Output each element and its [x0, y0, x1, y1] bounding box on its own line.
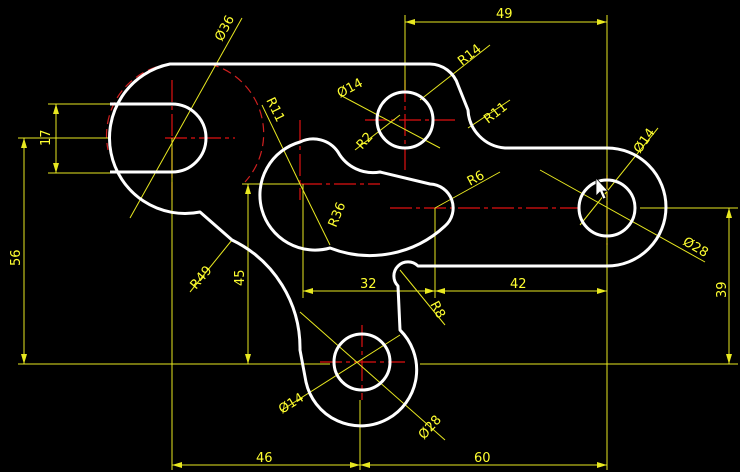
- dim-17-arrow-top: [53, 104, 59, 114]
- dim-60-arrow-right: [597, 462, 607, 468]
- dim-46-arrow-left: [172, 462, 182, 468]
- dia14-bottom-text: Ø14: [276, 390, 307, 417]
- dim-42-arrow-right: [597, 288, 607, 294]
- dia28-bottom-leader: [299, 311, 446, 441]
- r49-leader: [189, 239, 233, 293]
- dim-49-text: 49: [496, 7, 513, 22]
- dia14-right-text: Ø14: [631, 126, 659, 157]
- r14-leader: [419, 44, 491, 101]
- r14-text: R14: [455, 42, 484, 70]
- r11-right-leader: [467, 99, 511, 129]
- dim-45-text: 45: [233, 269, 248, 286]
- dim-56-arrow-top: [21, 138, 27, 148]
- top-hole: [375, 90, 435, 150]
- r11-right-text: R11: [481, 100, 510, 128]
- dim-32-text: 32: [360, 277, 377, 292]
- dim-32-arrow-right: [425, 288, 435, 294]
- dim-17-text: 17: [39, 129, 54, 146]
- r8-text: R8: [426, 299, 447, 321]
- dim-42-text: 42: [510, 277, 527, 292]
- dia14-right-leader: [579, 127, 659, 226]
- dia28-right-leader: [539, 169, 706, 263]
- dim-46-arrow-right: [350, 462, 360, 468]
- r11-left-text: R11: [262, 95, 287, 125]
- dim-45-arrow-bottom: [245, 354, 251, 364]
- dim-49-arrow-right: [597, 19, 607, 25]
- dim-45-arrow-top: [245, 184, 251, 194]
- construction-lines: [105, 63, 608, 400]
- mouse-cursor-icon: [595, 176, 609, 200]
- r49-text: R49: [188, 263, 216, 292]
- dia36-leader: [129, 17, 243, 219]
- construction-arc-dia36: [209, 63, 265, 183]
- dim-39-arrow-bottom: [726, 354, 732, 364]
- r36-text: R36: [326, 200, 349, 229]
- dimension-lines: [18, 15, 738, 470]
- r8-leader: [399, 269, 446, 326]
- dia14-bottom-leader: [281, 334, 401, 411]
- dim-39-arrow-top: [726, 208, 732, 218]
- dim-42-arrow-left: [435, 288, 445, 294]
- dia14-top-text: Ø14: [335, 76, 366, 102]
- r6-leader: [434, 171, 501, 209]
- dim-32-arrow-left: [303, 288, 313, 294]
- dim-49-arrow-left: [405, 19, 415, 25]
- r11-left-leader: [261, 104, 301, 185]
- dim-56-arrow-bottom: [21, 354, 27, 364]
- left-slot: [110, 102, 208, 174]
- right-hole: [577, 178, 637, 238]
- dim-39-text: 39: [715, 281, 730, 298]
- part-outline: [108, 62, 668, 428]
- dia36-text: Ø36: [212, 13, 238, 44]
- dim-60-arrow-left: [360, 462, 370, 468]
- r2-text: R2: [354, 130, 377, 153]
- kidney-slot: [258, 137, 455, 258]
- outer-profile: [108, 62, 668, 428]
- dim-60-text: 60: [474, 451, 491, 466]
- r2-leader: [354, 114, 401, 151]
- dim-46-text: 46: [256, 451, 273, 466]
- r36-leader: [299, 183, 331, 246]
- dimension-text: 49 Ø36 R14 Ø14 R11 R11 R2 17 R6 Ø14 R36 …: [9, 7, 730, 466]
- dia28-bottom-text: Ø28: [416, 413, 445, 443]
- bottom-hole: [332, 332, 392, 392]
- dim-56-text: 56: [9, 249, 24, 266]
- r6-text: R6: [465, 168, 487, 189]
- dim-17-arrow-bottom: [53, 163, 59, 173]
